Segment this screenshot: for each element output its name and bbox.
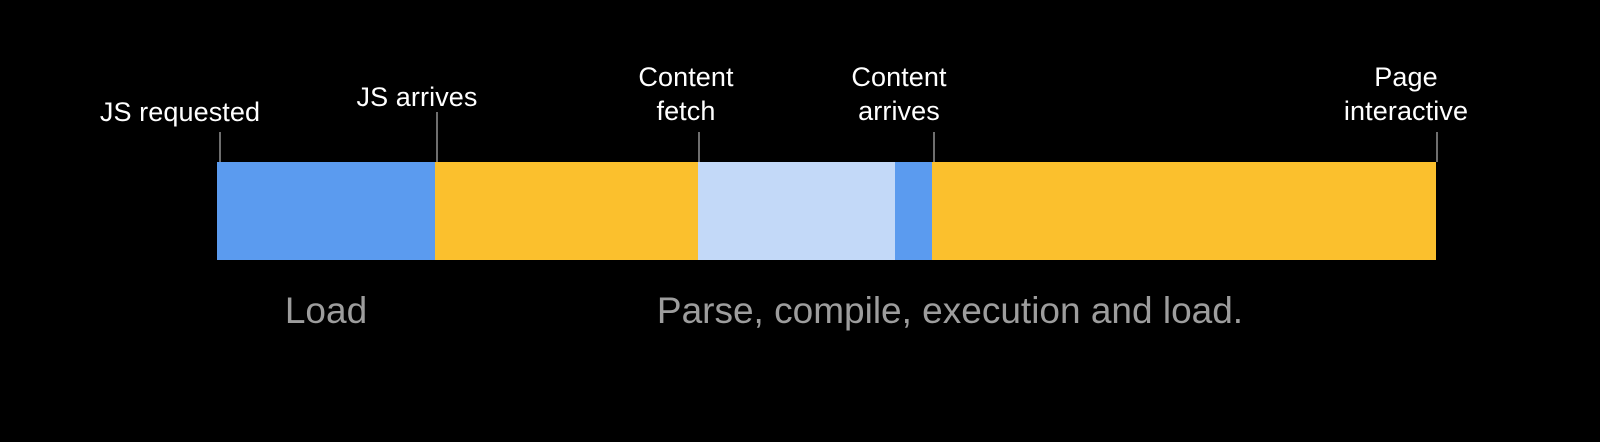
phase-caption-load: Load: [284, 290, 368, 331]
marker-label-content-fetch: Content fetch: [638, 62, 734, 126]
bar-segment-content-fetch-wait: [698, 162, 895, 260]
marker-label-content-arrives: Content arrives: [851, 62, 947, 126]
marker-label-page-interactive: Page interactive: [1343, 62, 1469, 126]
tick-page-interactive: [1436, 132, 1438, 162]
timeline-bar: [217, 162, 1436, 260]
tick-content-fetch: [698, 132, 700, 162]
tick-content-arrives: [933, 132, 935, 162]
bar-segment-load: [217, 162, 435, 260]
bar-segment-execution-and-load: [932, 162, 1436, 260]
phase-caption-parse-compile-exec: Parse, compile, execution and load.: [656, 290, 1244, 331]
marker-label-js-requested: JS requested: [99, 97, 261, 127]
marker-label-js-arrives: JS arrives: [356, 82, 478, 112]
bar-segment-content-arrives: [895, 162, 932, 260]
bar-segment-parse-and-compile: [435, 162, 698, 260]
tick-js-requested: [219, 132, 221, 162]
tick-js-arrives: [436, 112, 438, 162]
